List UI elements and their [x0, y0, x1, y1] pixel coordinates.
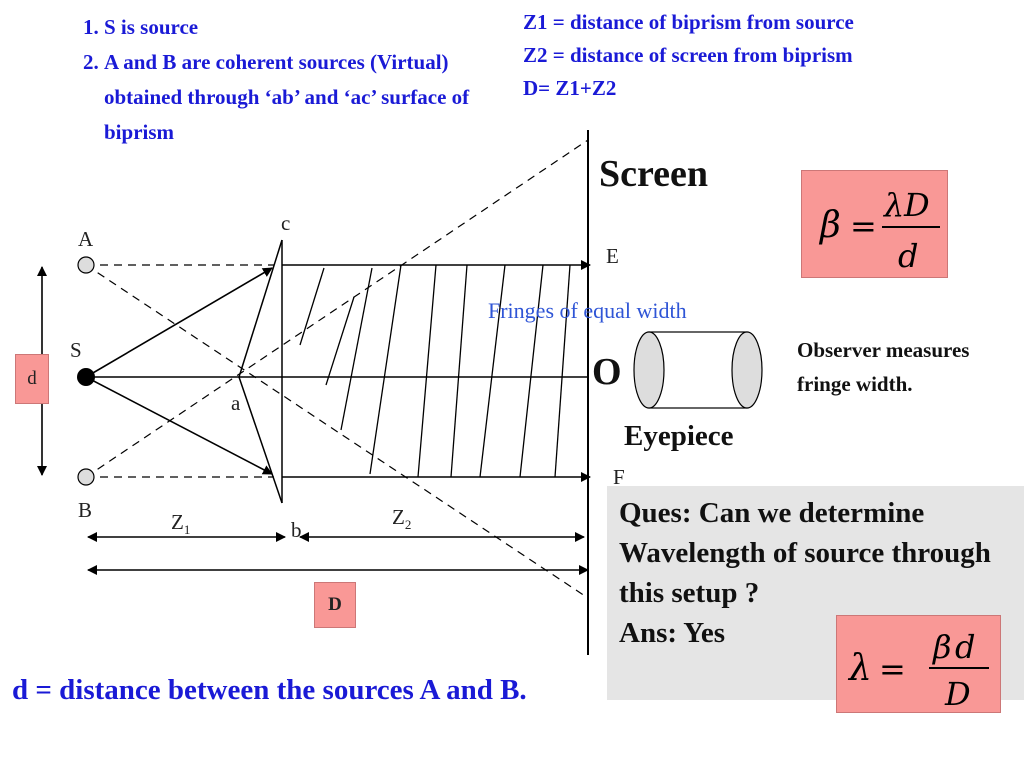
beta-symbol: β: [818, 205, 841, 246]
label-b-source: B: [78, 498, 93, 522]
d-symbol: d: [898, 237, 918, 275]
label-e: E: [606, 244, 619, 268]
label-prism-c: c: [281, 211, 291, 235]
eyepiece-label: Eyepiece: [624, 420, 734, 452]
fringes-label: Fringes of equal width: [488, 298, 687, 323]
label-z2: Z2: [392, 505, 412, 533]
notes-list: S is source A and B are coherent sources…: [52, 10, 524, 150]
lambda-symbol: λ: [847, 648, 872, 689]
dashed-diag-down: [85, 264, 589, 599]
lambda-symbol: λ: [882, 186, 904, 224]
source-rays: [85, 260, 591, 482]
source-a-dot: [77, 256, 95, 274]
definition-d: D= Z1+Z2: [523, 76, 617, 100]
label-a-source: A: [78, 227, 94, 251]
fringe-width-formula: β = λ D d: [801, 170, 948, 278]
dashed-rays: [85, 139, 589, 599]
label-prism-a: a: [231, 391, 241, 415]
D-symbol: D: [903, 186, 930, 224]
d-symbol: d: [955, 628, 975, 666]
definitions: Z1 = distance of biprism from source Z2 …: [523, 6, 1003, 105]
source-b-dot: [77, 468, 95, 486]
label-prism-b: b: [291, 518, 302, 542]
observer-note: Observer measures fringe width.: [797, 338, 970, 396]
footer-definition: d = distance between the sources A and B…: [12, 674, 527, 706]
label-z1: Z1: [171, 510, 191, 538]
label-f: F: [613, 465, 625, 489]
question: Ques: Can we determine Wavelength of sou…: [619, 497, 991, 609]
D-label-box: D: [314, 582, 356, 628]
question-text: Ques: Can we determine Wavelength of sou…: [619, 493, 1019, 653]
biprism: [238, 239, 283, 504]
label-s-source: S: [70, 338, 82, 362]
screen-title: Screen: [599, 153, 709, 195]
D-symbol: D: [944, 675, 971, 712]
d-label-box: d: [15, 354, 49, 404]
equals-sign: =: [850, 207, 877, 245]
fringe-lines: [299, 264, 571, 478]
source-s-dot: [77, 368, 95, 386]
note-item: S is source: [104, 10, 524, 45]
answer: Ans: Yes: [619, 617, 726, 649]
definition-z1: Z1 = distance of biprism from source: [523, 10, 854, 34]
note-item: A and B are coherent sources (Virtual) o…: [104, 45, 524, 150]
origin-label: O: [592, 351, 622, 393]
eyepiece-icon: [633, 331, 763, 409]
definition-z2: Z2 = distance of screen from biprism: [523, 43, 853, 67]
equals-sign: =: [879, 650, 906, 688]
wavelength-formula: λ = β d D: [836, 615, 1001, 713]
beta-symbol: β: [932, 628, 952, 666]
